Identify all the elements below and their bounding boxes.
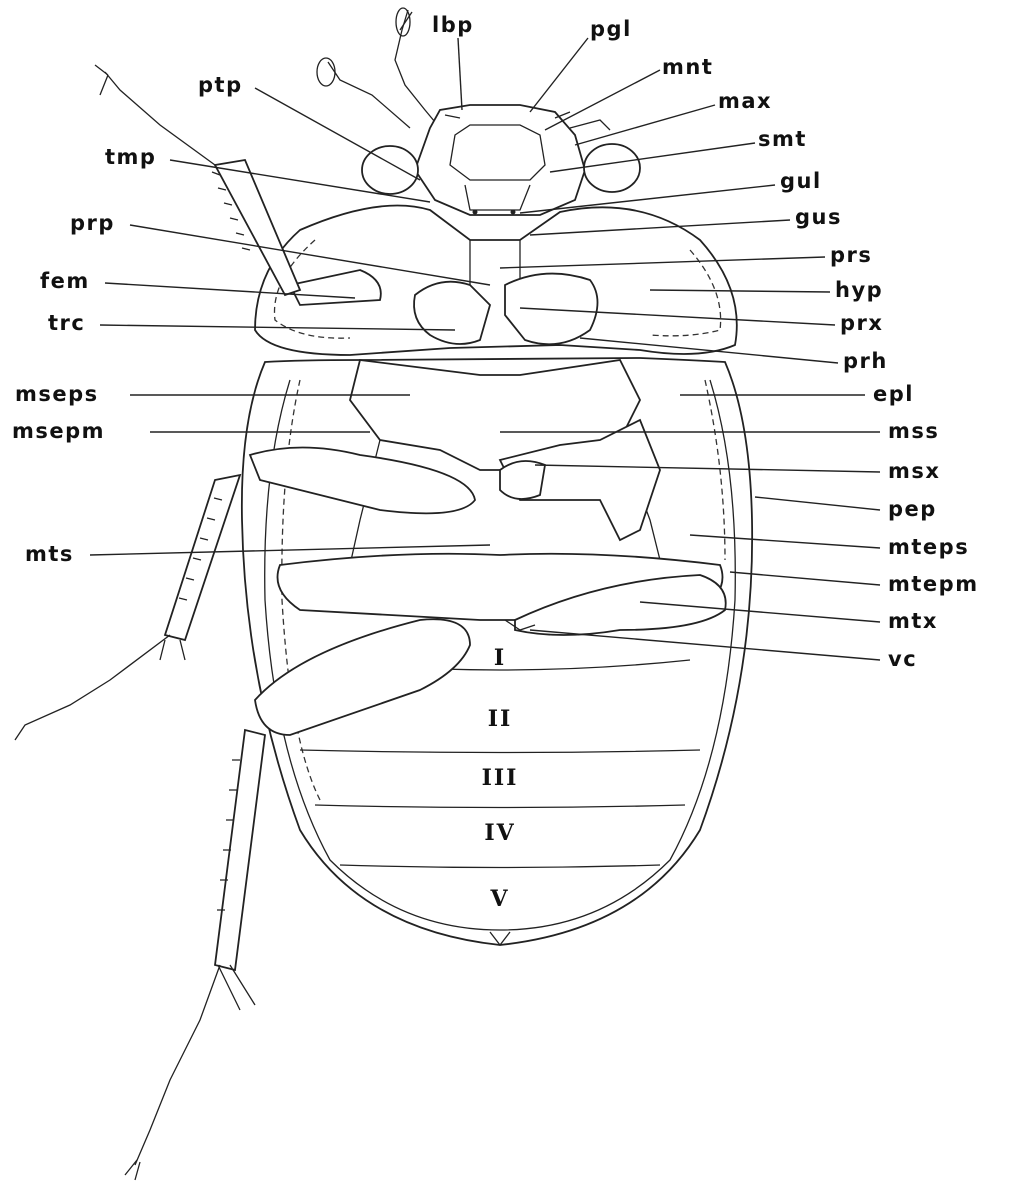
label-gul: gul (780, 169, 822, 193)
leader-ptp (255, 88, 420, 180)
label-fem: fem (40, 269, 90, 293)
label-mts: mts (25, 542, 74, 566)
leader-lbp (458, 38, 462, 110)
procoxa-right (505, 274, 598, 345)
label-mtx: mtx (888, 609, 938, 633)
head-capsule (415, 105, 585, 215)
label-mteps: mteps (888, 535, 969, 559)
mid-tibia (165, 475, 240, 640)
label-prp: prp (70, 211, 115, 235)
label-smt: smt (758, 127, 807, 151)
hind-tibia (215, 730, 265, 970)
label-prx: prx (840, 311, 883, 335)
label-pgl: pgl (590, 17, 632, 41)
antenna-left-upper (328, 62, 410, 128)
label-mtepm: mtepm (888, 572, 979, 596)
leader-mnt (545, 70, 660, 130)
label-lbp: lbp (432, 13, 474, 37)
label-vc: vc (888, 647, 917, 671)
label-pep: pep (888, 497, 937, 521)
segment-label-2: II (488, 706, 513, 732)
segment-label-3: III (482, 765, 519, 791)
label-prs: prs (830, 243, 872, 267)
label-msepm: msepm (12, 419, 105, 443)
fore-tibia (215, 160, 300, 295)
eye-right (584, 144, 640, 192)
leader-pgl (530, 38, 588, 112)
label-prh: prh (843, 349, 888, 373)
label-ptp: ptp (198, 73, 243, 97)
mesocoxa-right (500, 461, 545, 499)
eye-left (362, 146, 418, 194)
label-gus: gus (795, 205, 842, 229)
segment-label-5: V (489, 886, 509, 912)
label-max: max (718, 89, 772, 113)
segment-label-4: IV (484, 820, 515, 846)
leader-max (575, 105, 715, 145)
leader-pep (755, 497, 880, 510)
label-tmp: tmp (105, 145, 156, 169)
leader-mtepm (730, 572, 880, 585)
label-trc: trc (48, 311, 85, 335)
label-mnt: mnt (662, 55, 713, 79)
label-mss: mss (888, 419, 939, 443)
segment-label-1: I (494, 645, 506, 671)
label-mseps: mseps (15, 382, 99, 406)
label-hyp: hyp (835, 278, 883, 302)
beetle-body-drawing (15, 8, 752, 1180)
label-epl: epl (873, 382, 914, 406)
label-msx: msx (888, 459, 940, 483)
